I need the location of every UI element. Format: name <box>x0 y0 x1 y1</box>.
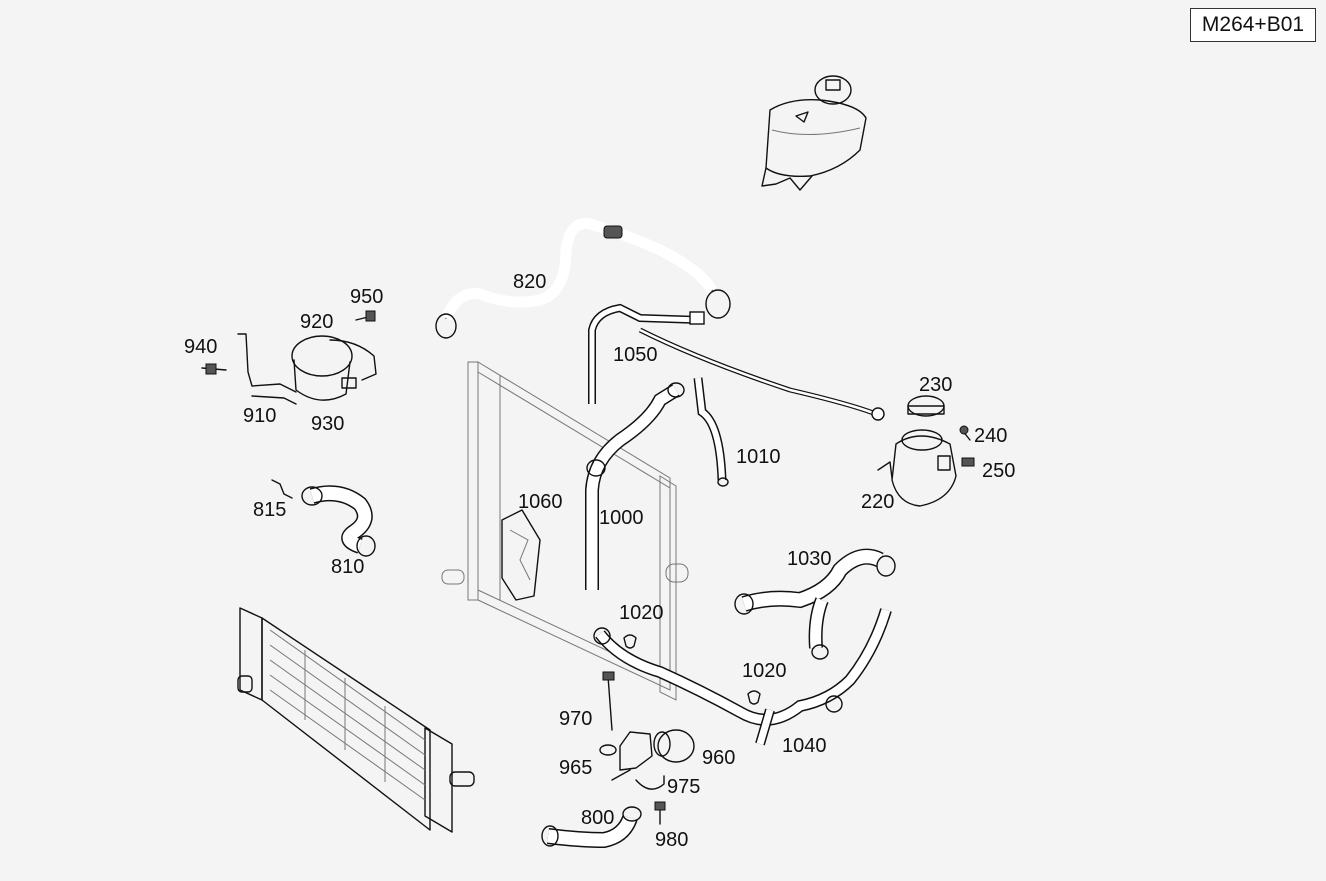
callout-975: 975 <box>667 776 701 798</box>
expansion-tank-top-drawing <box>761 75 867 191</box>
callout-1030: 1030 <box>787 548 832 570</box>
callout-940: 940 <box>184 336 218 358</box>
callout-910: 910 <box>243 405 277 427</box>
expansion-tank-220-drawing <box>877 395 975 507</box>
hose-1030-drawing <box>734 548 896 660</box>
callout-810: 810 <box>331 556 365 578</box>
callout-820: 820 <box>513 271 547 293</box>
callout-800: 800 <box>581 807 615 829</box>
radiator-small-drawing <box>237 607 475 833</box>
bolts-drawing <box>201 310 376 375</box>
hose-1050-drawing <box>588 303 885 421</box>
callout-815: 815 <box>253 499 287 521</box>
pump-960-assembly-drawing <box>599 671 695 825</box>
callout-920: 920 <box>300 311 334 333</box>
callout-1050: 1050 <box>613 344 658 366</box>
radiator-large-drawing <box>441 361 689 701</box>
callout-1020-lower: 1020 <box>742 660 787 682</box>
hose-1040-drawing <box>593 608 892 746</box>
hose-810-drawing <box>271 479 376 557</box>
callout-240: 240 <box>974 425 1008 447</box>
callout-960: 960 <box>702 747 736 769</box>
callout-1010: 1010 <box>736 446 781 468</box>
clamps-1020-drawing <box>623 634 761 705</box>
hose-1010-drawing <box>693 377 729 487</box>
callout-980: 980 <box>655 829 689 851</box>
callout-930: 930 <box>311 413 345 435</box>
pump-930-assembly-drawing <box>237 333 377 405</box>
callout-230: 230 <box>919 374 953 396</box>
bracket-1060-drawing <box>501 509 541 601</box>
hose-800-drawing <box>541 806 642 849</box>
callout-970: 970 <box>559 708 593 730</box>
callout-1060: 1060 <box>518 491 563 513</box>
callout-1020-upper: 1020 <box>619 602 664 624</box>
diagram-code-box: M264+B01 <box>1190 8 1316 42</box>
hose-1000-drawing <box>585 382 685 590</box>
callout-965: 965 <box>559 757 593 779</box>
callout-1000: 1000 <box>599 507 644 529</box>
callout-220: 220 <box>861 491 895 513</box>
callout-250: 250 <box>982 460 1016 482</box>
callout-950: 950 <box>350 286 384 308</box>
callout-1040: 1040 <box>782 735 827 757</box>
hose-820-drawing <box>435 218 731 339</box>
